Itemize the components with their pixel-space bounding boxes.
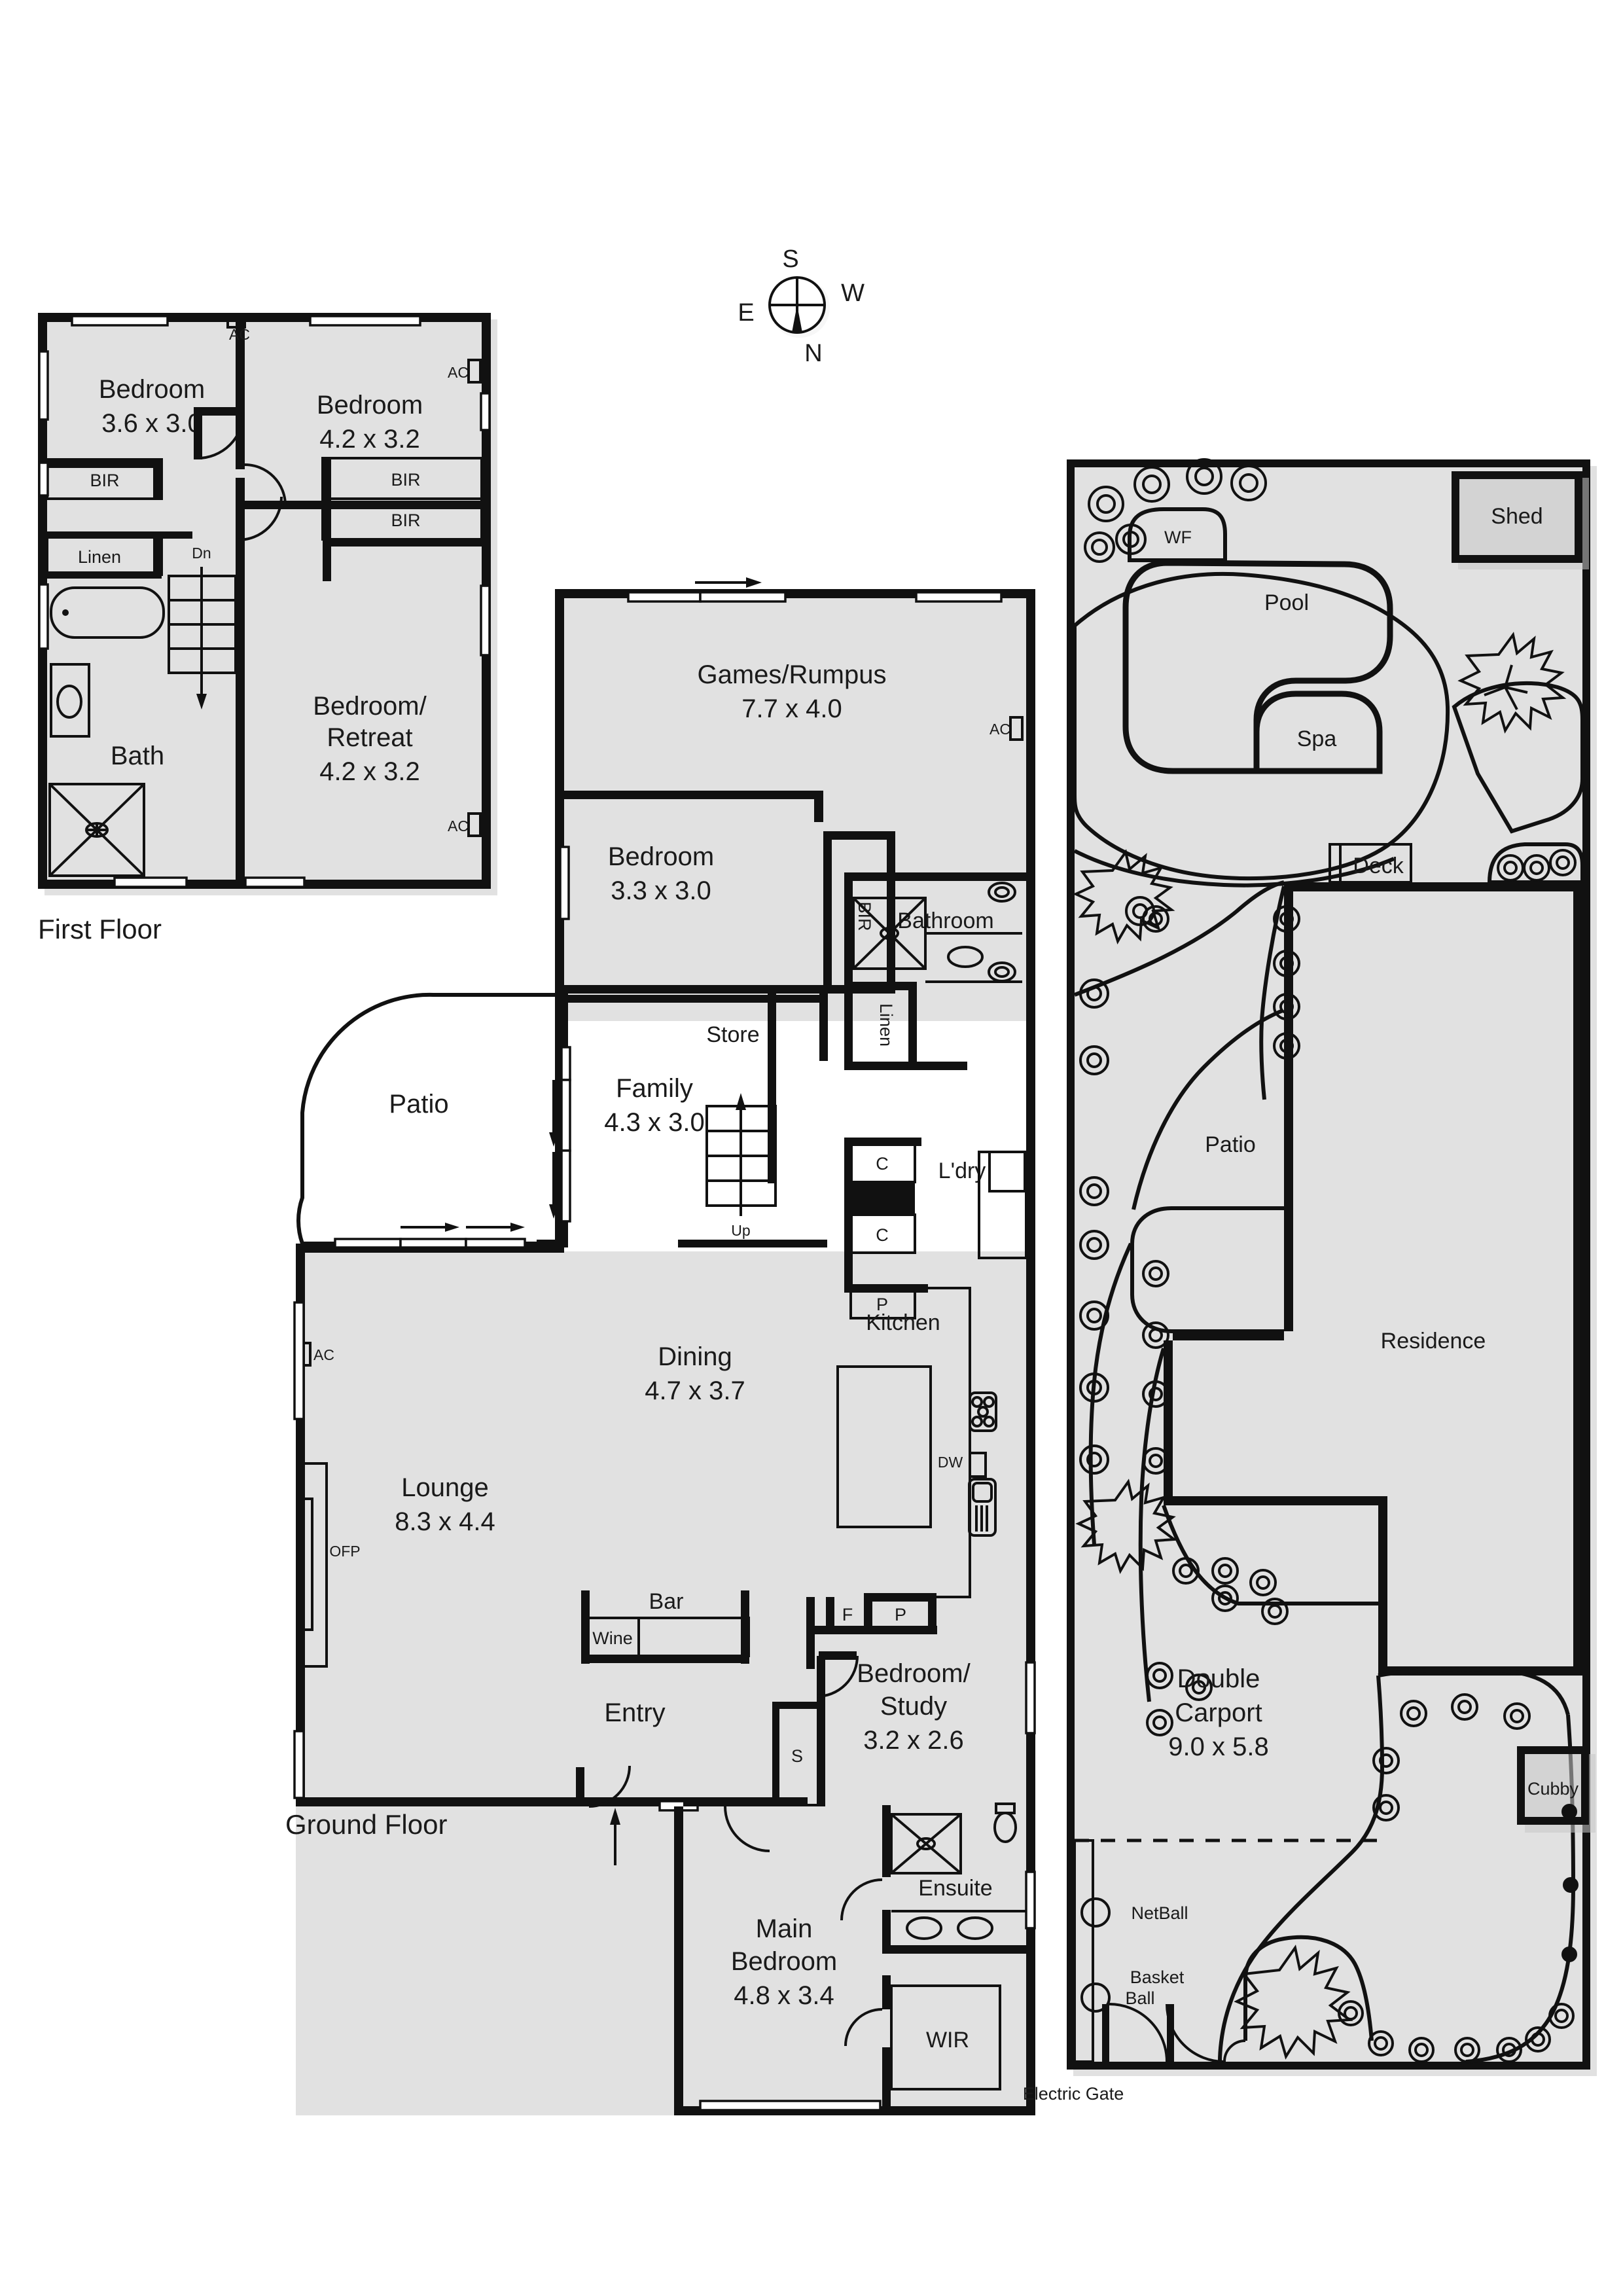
- compass-label-right: W: [841, 279, 865, 307]
- ground-study-name-1: Bedroom/: [857, 1659, 971, 1688]
- first-bedroom-2-name: Bedroom: [317, 391, 423, 420]
- shed-block: Shed: [1452, 471, 1589, 569]
- ground-lounge-dims: 8.3 x 4.4: [395, 1507, 495, 1536]
- ldry-cupboard-2-label: C: [876, 1225, 889, 1245]
- ldry-cupboard-1-label: C: [876, 1154, 889, 1174]
- ground-wir-label: WIR: [926, 2028, 969, 2053]
- ground-linen-label: Linen: [876, 1003, 896, 1047]
- carport-label-2: Carport: [1175, 1698, 1262, 1727]
- first-linen-label: Linen: [78, 547, 121, 567]
- carport-dims: 9.0 x 5.8: [1168, 1732, 1268, 1761]
- compass-label-left: E: [738, 299, 754, 327]
- shrub-cluster-notch: [1172, 1557, 1289, 1625]
- first-bir-3-label: BIR: [391, 511, 420, 530]
- ground-bathroom-label: Bathroom: [897, 908, 993, 933]
- tree-large-4: [1234, 1945, 1353, 2060]
- ground-family-dims: 4.3 x 3.0: [604, 1108, 704, 1137]
- electric-gate: [1102, 2003, 1246, 2063]
- ground-floor-label: Ground Floor: [285, 1809, 447, 1840]
- dishwasher-label: DW: [938, 1454, 963, 1471]
- ground-floor-plan: BIR Bathroom Linen Store: [293, 577, 1036, 2115]
- compass-label-top: S: [782, 245, 798, 273]
- tree-large-3: [1075, 1479, 1178, 1574]
- basketball-label-2: Ball: [1125, 1988, 1154, 2008]
- first-ac-2-label: AC: [448, 364, 469, 381]
- ground-ensuite-label: Ensuite: [918, 1876, 992, 1901]
- first-retreat-dims: 4.2 x 3.2: [319, 757, 419, 786]
- ground-dining-name: Dining: [658, 1342, 732, 1371]
- shrub-cluster-carport: [1372, 1693, 1531, 1821]
- ofp-label: OFP: [329, 1543, 360, 1560]
- ground-patio-label: Patio: [389, 1090, 448, 1119]
- shrub-cluster-top: [1084, 458, 1267, 563]
- pool-label: Pool: [1264, 590, 1309, 615]
- games-ac-label: AC: [990, 721, 1010, 738]
- ground-family-name: Family: [616, 1074, 693, 1103]
- first-retreat-name-2: Retreat: [327, 723, 412, 752]
- netball-label: NetBall: [1131, 1903, 1188, 1923]
- first-ac-1-label: AC: [229, 326, 250, 343]
- ground-kitchen-label: Kitchen: [866, 1310, 940, 1335]
- ground-entry-label: Entry: [604, 1698, 665, 1727]
- fridge-label: F: [842, 1605, 853, 1624]
- first-bath-name: Bath: [111, 742, 164, 770]
- ground-games-dims: 7.7 x 4.0: [741, 694, 842, 723]
- shrub-line-left: [1079, 896, 1155, 1475]
- cubby-block: Cubby: [1517, 1746, 1596, 1833]
- first-bir-2-label: BIR: [391, 470, 420, 490]
- ground-main-bed-name-2: Bedroom: [731, 1947, 837, 1976]
- ground-bedroom-dims: 3.3 x 3.0: [611, 876, 711, 905]
- first-floor-stairs: Dn: [168, 545, 237, 709]
- safe-label: S: [791, 1746, 803, 1766]
- ground-games-name: Games/Rumpus: [698, 660, 887, 689]
- electric-gate-label: Electric Gate: [1023, 2084, 1124, 2104]
- deck-block: Deck: [1329, 843, 1412, 884]
- compass-label-bottom: N: [804, 340, 822, 367]
- site-patio-label: Patio: [1205, 1132, 1256, 1157]
- shrub-line-path: [1142, 905, 1300, 1736]
- shrub-row-bottom: [1338, 1804, 1578, 2063]
- site-plan: Shed WF Pool Spa: [1023, 458, 1597, 2104]
- first-retreat-name-1: Bedroom/: [313, 692, 427, 721]
- ldry-pantry-label: P: [876, 1295, 888, 1314]
- stairs-up-label: Up: [731, 1222, 750, 1239]
- cubby-label: Cubby: [1527, 1779, 1579, 1799]
- water-feature-label: WF: [1164, 528, 1192, 547]
- basketball-label-1: Basket: [1130, 1967, 1185, 1987]
- first-bedroom-1-dims: 3.6 x 3.0: [101, 409, 202, 438]
- compass-rose: S W E N: [738, 245, 865, 367]
- deck-label: Deck: [1353, 853, 1404, 878]
- bar-label: Bar: [649, 1589, 684, 1614]
- shed-label: Shed: [1491, 504, 1543, 529]
- wine-label: Wine: [592, 1628, 633, 1648]
- first-ac-3-label: AC: [448, 817, 469, 834]
- first-floor-label: First Floor: [38, 914, 162, 944]
- lounge-ac-label: AC: [313, 1346, 334, 1363]
- tree-large-1: [1457, 632, 1567, 734]
- ground-store-label: Store: [706, 1022, 759, 1047]
- first-bedroom-1-name: Bedroom: [99, 375, 205, 404]
- ground-lounge-name: Lounge: [401, 1473, 488, 1502]
- carport-label-1: Double: [1177, 1664, 1260, 1693]
- ground-study-name-2: Study: [880, 1692, 947, 1721]
- tree-large-2: [1073, 849, 1175, 944]
- stairs-down-label: Dn: [192, 545, 211, 562]
- ground-bedroom-name: Bedroom: [608, 842, 714, 871]
- ground-study-dims: 3.2 x 2.6: [863, 1726, 963, 1755]
- first-floor-plan: BIR Linen BIR BIR Bedroom 3.6 x 3.0 Bedr…: [38, 313, 497, 895]
- first-bir-1-label: BIR: [90, 471, 119, 490]
- ground-main-bed-name-1: Main: [756, 1914, 813, 1943]
- ground-dining-dims: 4.7 x 3.7: [645, 1376, 745, 1405]
- first-bedroom-2-dims: 4.2 x 3.2: [319, 425, 419, 454]
- ground-main-bed-dims: 4.8 x 3.4: [734, 1981, 834, 2010]
- spa-label: Spa: [1297, 726, 1337, 751]
- ground-floor-stairs: Up: [705, 1093, 777, 1239]
- shrub-cluster-deck: [1497, 849, 1577, 882]
- kitchen-pantry-label: P: [895, 1605, 906, 1624]
- bar-unit: Bar Wine: [581, 1589, 750, 1664]
- residence-label: Residence: [1381, 1329, 1486, 1354]
